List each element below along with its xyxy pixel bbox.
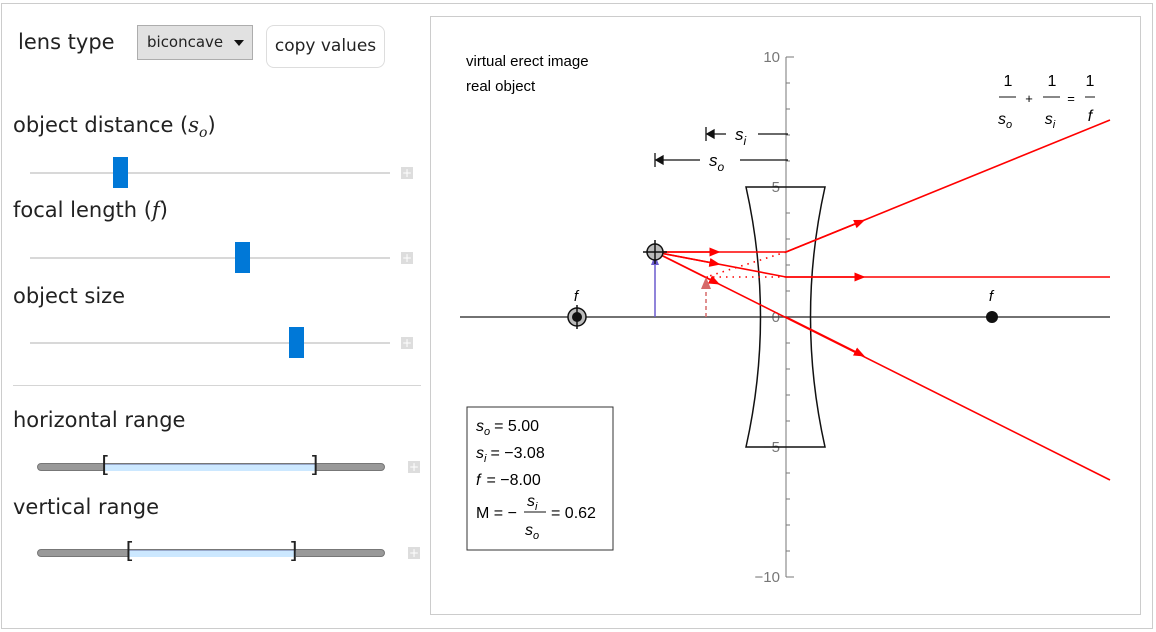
- expand-icon[interactable]: +: [401, 251, 413, 265]
- svg-text:so: so: [998, 111, 1012, 131]
- vertical-range-label: vertical range: [13, 495, 160, 519]
- expand-icon[interactable]: +: [401, 166, 413, 180]
- svg-text:1: 1: [1048, 73, 1057, 90]
- object-type-text: real object: [466, 78, 536, 95]
- range-max-handle[interactable]: ]: [287, 539, 301, 564]
- object-distance-label: object distance (so): [13, 113, 216, 142]
- slider-thumb[interactable]: [113, 157, 128, 188]
- lens-type-label: lens type: [18, 30, 115, 54]
- lens-type-value: biconcave: [147, 33, 224, 51]
- svg-text:1: 1: [1004, 73, 1013, 90]
- svg-text:si: si: [1045, 111, 1056, 131]
- expand-icon[interactable]: +: [408, 460, 420, 474]
- slider-thumb[interactable]: [289, 327, 305, 358]
- object-distance-slider[interactable]: [30, 157, 390, 188]
- app-frame: [1, 3, 1153, 629]
- divider: [13, 385, 421, 386]
- horizontal-range-slider[interactable]: []: [37, 455, 385, 477]
- y-tick-label: 10: [763, 49, 780, 66]
- y-tick-label: −10: [755, 569, 780, 586]
- si-indicator: [705, 127, 788, 141]
- range-min-handle[interactable]: [: [122, 539, 136, 564]
- f-value: f= −8.00: [476, 472, 541, 489]
- range-selection[interactable]: [128, 550, 296, 557]
- horizontal-range-label: horizontal range: [13, 408, 186, 432]
- image-type-text: virtual erect image: [466, 53, 589, 70]
- si-label: si: [735, 125, 747, 148]
- svg-text:f: f: [1088, 108, 1094, 125]
- object-locator-handle[interactable]: [643, 240, 667, 264]
- values-box: [466, 406, 614, 551]
- m-value: = 0.62: [551, 505, 596, 522]
- focal-length-slider[interactable]: [30, 242, 390, 273]
- range-selection[interactable]: [104, 464, 317, 471]
- svg-text:=: =: [1067, 91, 1075, 106]
- focal-label: f: [574, 288, 580, 305]
- vertical-range-slider[interactable]: []: [37, 541, 385, 563]
- light-rays: [654, 119, 1111, 481]
- expand-icon[interactable]: +: [401, 336, 413, 350]
- so-label: so: [709, 151, 725, 174]
- copy-values-button[interactable]: copy values: [266, 25, 385, 68]
- expand-icon[interactable]: +: [408, 546, 420, 560]
- ray-parallel: [655, 119, 1111, 253]
- si-value: si= −3.08: [476, 445, 545, 465]
- chevron-down-icon: [234, 40, 244, 46]
- focal-label: f: [989, 288, 995, 305]
- ray-focal: [654, 251, 1110, 278]
- range-min-handle[interactable]: [: [98, 453, 112, 478]
- biconcave-lens: [745, 186, 826, 448]
- m-numerator: si: [527, 493, 538, 513]
- focal-point-handle[interactable]: [567, 305, 587, 329]
- object-size-slider[interactable]: [30, 327, 390, 358]
- range-max-handle[interactable]: ]: [308, 453, 322, 478]
- slider-thumb[interactable]: [235, 242, 251, 273]
- lens-equation: 1 so + 1 si = 1 f: [998, 73, 1095, 131]
- lens-type-dropdown[interactable]: biconcave: [137, 25, 253, 60]
- focal-length-label: focal length (f): [13, 198, 168, 222]
- focal-point: [986, 311, 998, 323]
- m-label: M = −: [476, 505, 517, 522]
- svg-text:+: +: [1025, 91, 1033, 106]
- ray-center: [654, 251, 1111, 481]
- so-value: so= 5.00: [476, 418, 539, 438]
- virtual-ray-extension: [705, 251, 787, 278]
- so-indicator: [654, 153, 788, 167]
- plot-panel: [430, 16, 1141, 615]
- svg-text:1: 1: [1086, 73, 1095, 90]
- object-size-label: object size: [13, 284, 126, 308]
